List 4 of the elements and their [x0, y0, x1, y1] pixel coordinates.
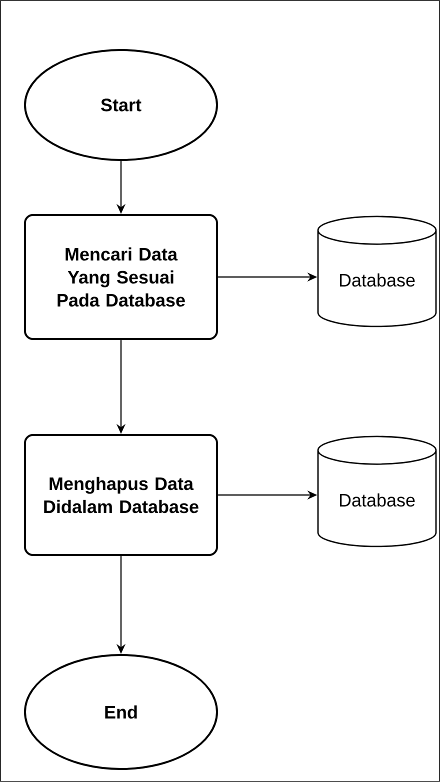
process-box: Mencari Data Yang Sesuai Pada Database	[24, 214, 218, 340]
database-cylinder: Database	[317, 436, 437, 548]
process-box: Menghapus Data Didalam Database	[24, 434, 218, 556]
database-cylinder: Database	[317, 216, 437, 328]
